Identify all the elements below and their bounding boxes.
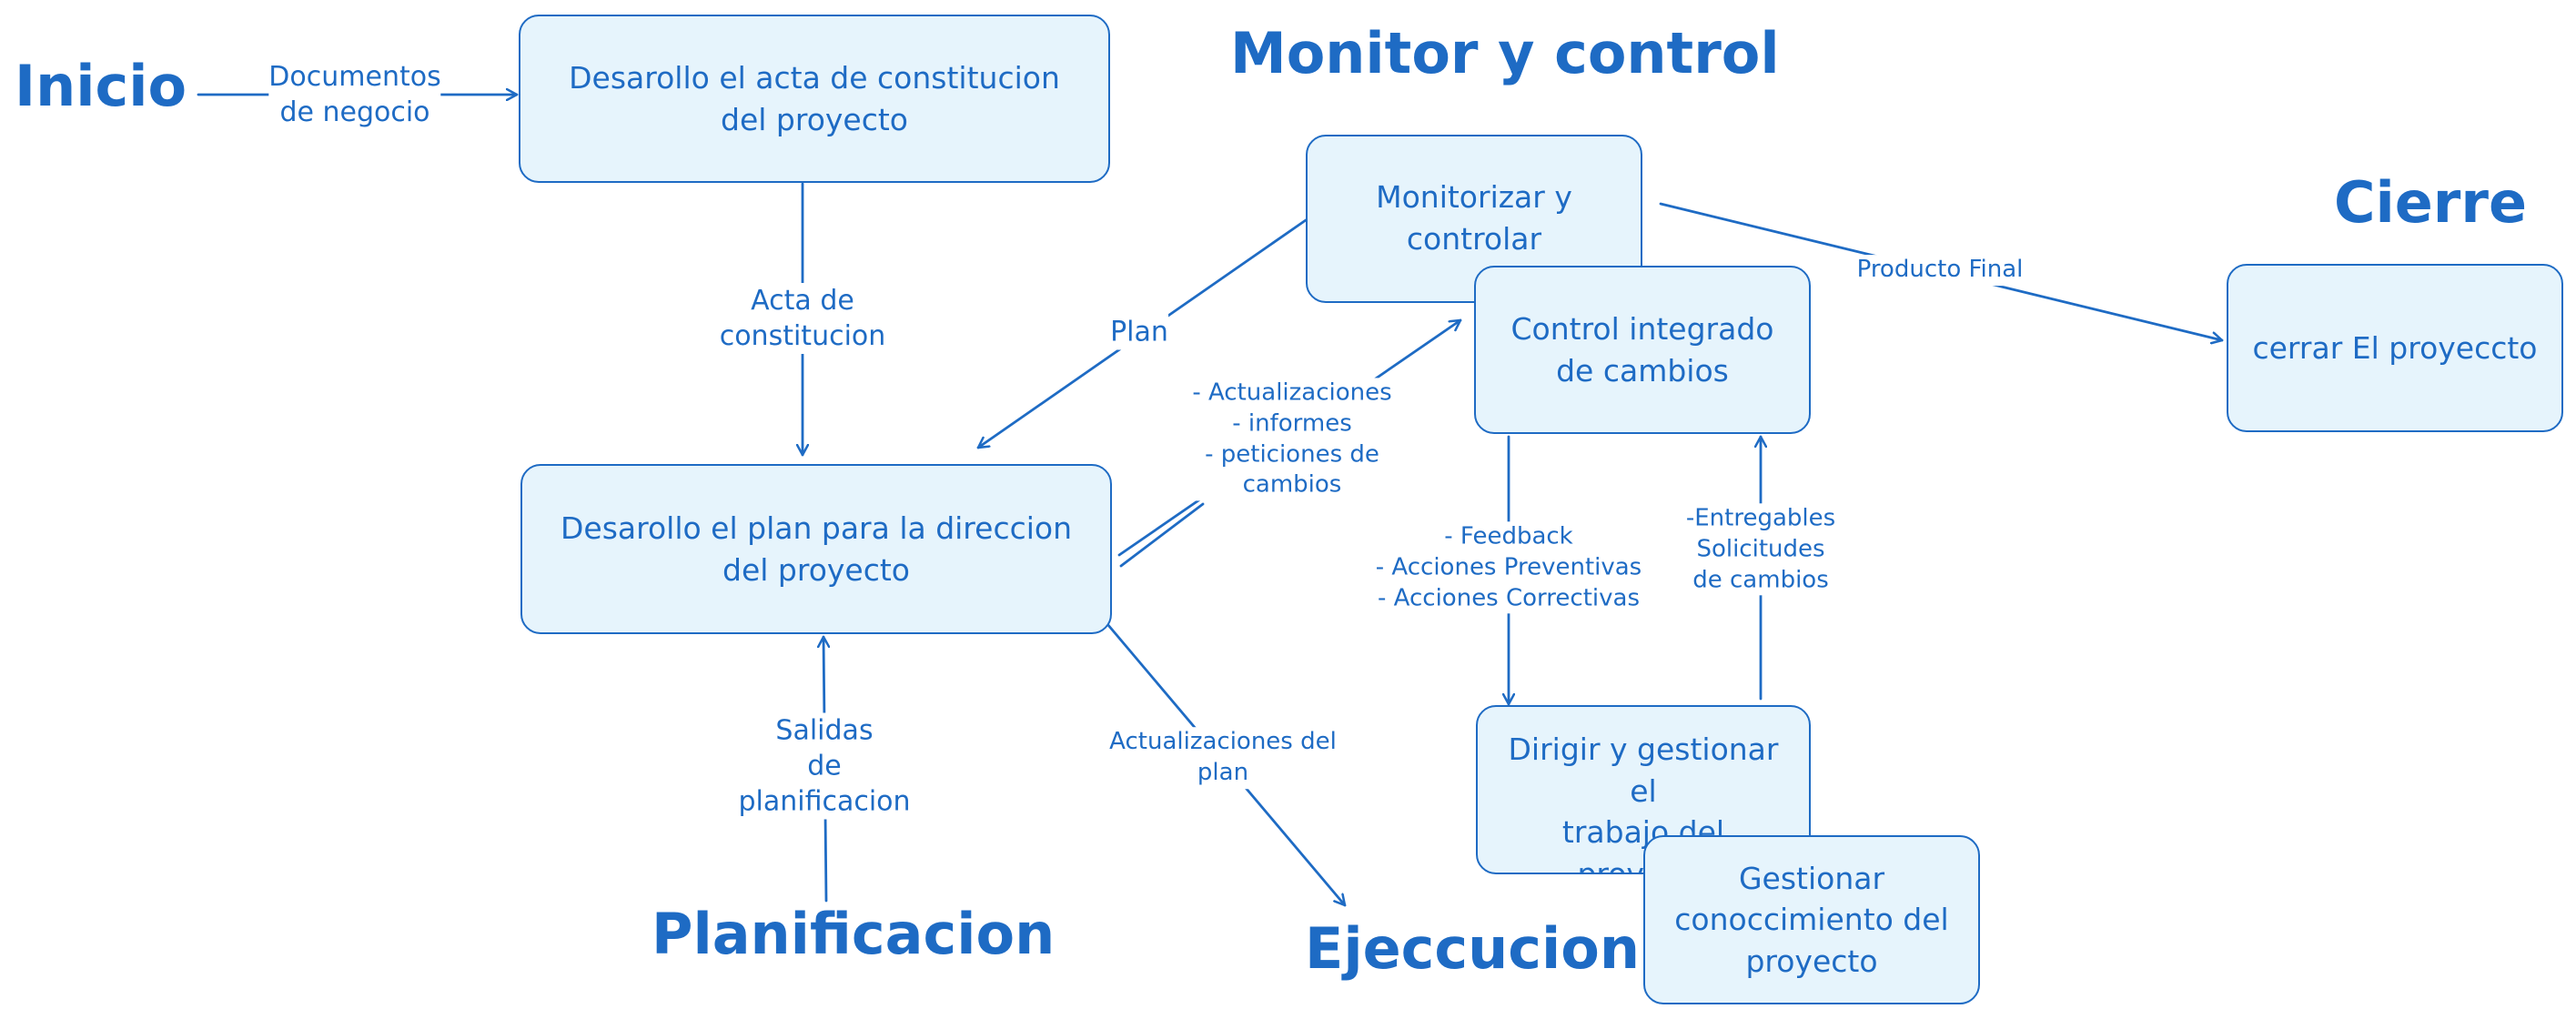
node-acta-constitucion: Desarollo el acta de constitucion del pr… [519,15,1110,183]
node-gestionar-conocimiento: Gestionar conoccimiento del proyecto [1643,835,1980,1004]
node-control-integrado-label: Control integrado de cambios [1510,310,1774,388]
node-control-integrado: Control integrado de cambios [1474,266,1811,434]
node-plan-direccion: Desarollo el plan para la direccion del … [520,464,1112,634]
phase-heading-ejecucion: Ejeccucion [1305,915,1641,982]
node-plan-direccion-label: Desarollo el plan para la direccion del … [560,510,1073,588]
edge-label-actualizaciones-informes: - Actualizaciones - informes - peticione… [1192,378,1392,501]
phase-heading-cierre: Cierre [2334,169,2528,236]
edge-label-producto-final: Producto Final [1856,255,2024,286]
edge-label-entregables-solicitudes: -Entregables Solicitudes de cambios [1685,503,1836,596]
node-cerrar-proyecto-label: cerrar El proyeccto [2252,329,2538,366]
edge-label-acta-constitucion: Acta de constitucion [719,283,886,354]
phase-heading-inicio: Inicio [15,53,187,119]
node-cerrar-proyecto: cerrar El proyeccto [2227,264,2563,432]
node-monitorizar-controlar-label: Monitorizar y controlar [1376,179,1572,257]
phase-heading-planificacion: Planificacion [652,901,1056,967]
edge-label-plan: Plan [1110,314,1168,350]
node-gestionar-conocimiento-label: Gestionar conoccimiento del proyecto [1674,860,1949,979]
edge-label-documentos-negocio: Documentos de negocio [268,59,441,130]
phase-heading-monitor-control: Monitor y control [1230,20,1780,86]
arrow-plan-to-control-double [1119,502,1205,568]
edge-label-feedback-acciones: - Feedback - Acciones Preventivas - Acci… [1375,521,1642,614]
node-acta-constitucion-label: Desarollo el acta de constitucion del pr… [569,59,1060,137]
edge-label-salidas-planificacion: Salidas de planificacion [738,712,911,820]
edge-label-actualizaciones-plan: Actualizaciones del plan [1109,727,1337,789]
